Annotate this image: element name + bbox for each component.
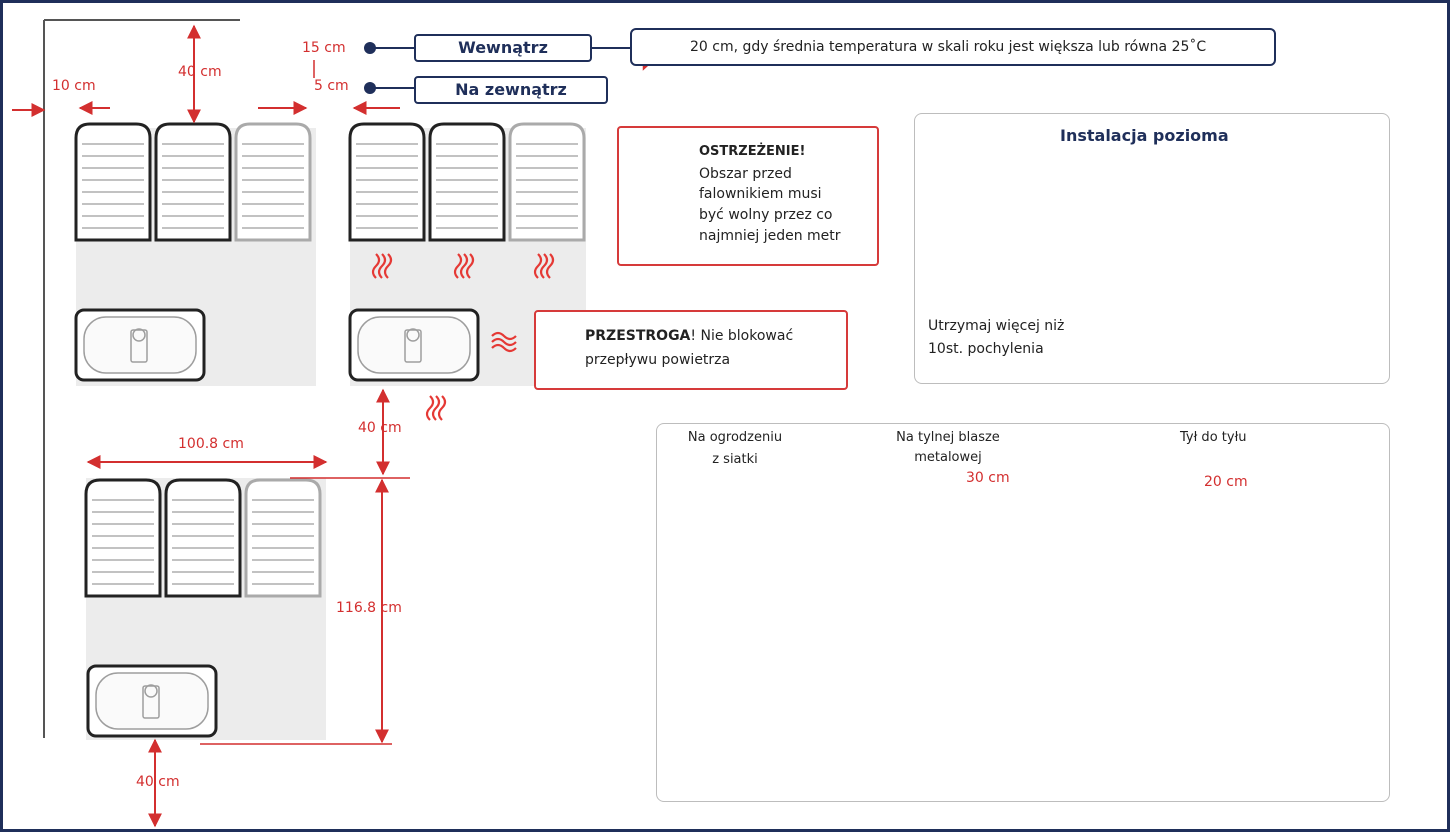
left-margin-label: 10 cm <box>52 78 96 94</box>
group-width-label: 100.8 cm <box>178 436 244 452</box>
temperature-note-text: 20 cm, gdy średnia temperatura w skali r… <box>690 39 1207 55</box>
bottom-gap-label: 40 cm <box>136 774 180 790</box>
inverter-unit <box>164 478 242 598</box>
caution-text: ! Nie blokować <box>690 328 794 344</box>
caution-title: PRZESTROGA <box>585 328 691 344</box>
inverter-unit-ghost <box>234 122 312 242</box>
horizontal-install-title: Instalacja pozioma <box>1060 126 1229 145</box>
mounting-options-panel <box>656 423 1390 802</box>
top-margin-label: 40 cm <box>178 64 222 80</box>
warning-title: OSTRZEŻENIE! <box>699 144 806 159</box>
back-gap-label: 20 cm <box>1204 474 1248 490</box>
fence-title-line-1: Na ogrodzeniu <box>687 430 783 445</box>
group-height-label: 116.8 cm <box>336 600 402 616</box>
tilt-note-line-2: 10st. pochylenia <box>928 341 1044 357</box>
inverter-unit <box>348 122 426 242</box>
temperature-note: 20 cm, gdy średnia temperatura w skali r… <box>630 28 1276 66</box>
outdoor-label: Na zewnątrz <box>414 76 608 104</box>
outdoor-gap-label: 5 cm <box>314 78 349 94</box>
warning-line: Obszar przed <box>699 166 792 182</box>
inverter-unit <box>74 122 152 242</box>
tilt-note-line-1: Utrzymaj więcej niż <box>928 318 1065 334</box>
indoor-label: Wewnątrz <box>414 34 592 62</box>
warning-line: falownikiem musi <box>699 186 822 202</box>
warning-line: być wolny przez co <box>699 207 833 223</box>
heat-wave-icon <box>425 394 447 422</box>
back-to-back-title: Tył do tyłu <box>1180 430 1247 445</box>
safety-switch <box>348 308 480 382</box>
inverter-unit <box>428 122 506 242</box>
caution-line-2: przepływu powietrza <box>585 352 731 368</box>
outdoor-dot <box>364 82 376 94</box>
indoor-dot <box>364 42 376 54</box>
inverter-unit-ghost <box>244 478 322 598</box>
fence-title-line-2: z siatki <box>712 452 758 467</box>
horizontal-install-panel <box>914 113 1390 384</box>
inverter-unit-ghost <box>508 122 586 242</box>
indoor-gap-label: 15 cm <box>302 40 346 56</box>
warning-line: najmniej jeden metr <box>699 228 841 244</box>
sheet-title-line-2: metalowej <box>914 450 982 465</box>
caution-line-1: PRZESTROGA! Nie blokować <box>585 328 793 345</box>
safety-switch <box>86 664 218 738</box>
sheet-title-line-1: Na tylnej blasze <box>896 430 1000 445</box>
safety-switch <box>74 308 206 382</box>
caution-box <box>534 310 848 390</box>
sheet-gap-label: 30 cm <box>966 470 1010 486</box>
below-gap-label: 40 cm <box>358 420 402 436</box>
inverter-unit <box>154 122 232 242</box>
warning-box <box>617 126 879 266</box>
inverter-unit <box>84 478 162 598</box>
